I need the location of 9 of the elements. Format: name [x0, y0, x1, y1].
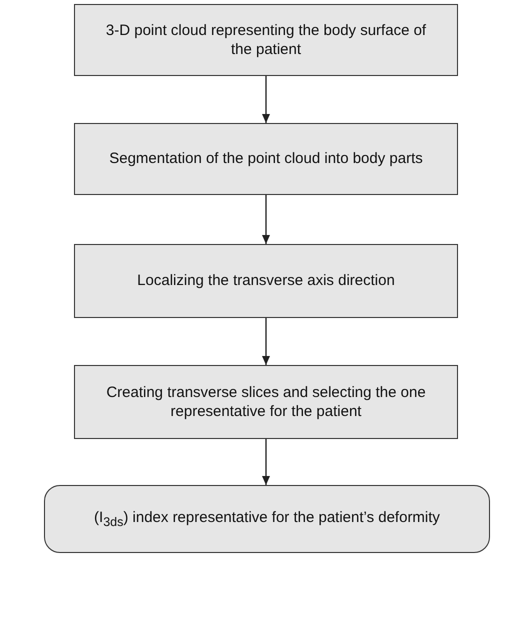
arrow: [262, 195, 270, 244]
arrow: [262, 439, 270, 485]
arrow: [262, 318, 270, 365]
process-box: 3-D point cloud representing the body surface of the patient: [74, 4, 458, 76]
arrow: [262, 76, 270, 123]
process-box: Localizing the transverse axis direction: [74, 244, 458, 318]
terminal-box: (I$_{3ds}$) index representative for the patient’s deformity: [44, 485, 490, 553]
process-box: Creating transverse slices and selecting the one representative for the patient: [74, 365, 458, 439]
process-box: Segmentation of the point cloud into body parts: [74, 123, 458, 195]
